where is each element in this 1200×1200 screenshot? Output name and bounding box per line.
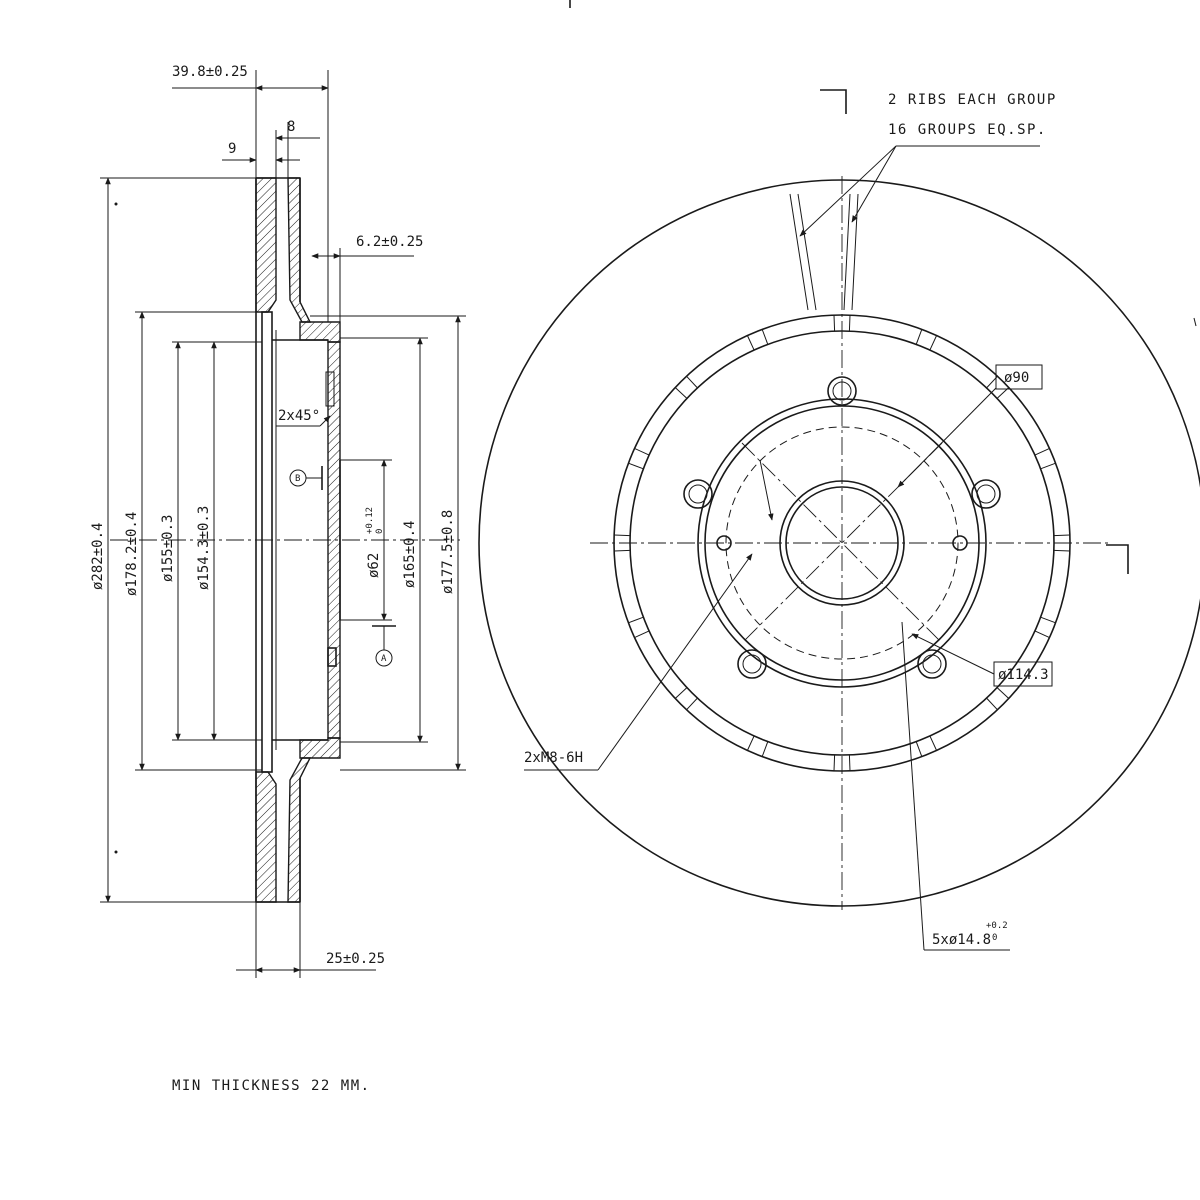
vent-rib [915,329,923,345]
vent-rib [915,741,923,757]
vent-rib [628,462,644,470]
label-datum-b: B [295,474,300,484]
label-datum-a: A [381,654,387,664]
hat-section-bottom [299,737,341,759]
vent-rib [674,687,688,699]
vent-rib [686,375,698,389]
vent-rib [929,335,938,351]
datum-a-feature [327,647,337,667]
side-section-view: 39.8±0.25 8 9 6.2±0.25 2x45° B A 25±0.25… [90,64,466,978]
vent-rib [1040,462,1056,470]
label-width-overall: 39.8±0.25 [172,64,248,80]
vent-rib [986,697,998,711]
vent-rib [686,697,698,711]
vent-rib [628,616,644,624]
label-total-thickness: 25±0.25 [326,951,385,967]
vent-rib [614,534,631,537]
vent-rib [848,315,851,332]
label-d-hat: ø165±0.4 [402,521,418,588]
label-pcd-bolt: ø114.3 [998,667,1049,683]
vent-rib [833,315,836,332]
vent-rib [1053,549,1070,552]
vent-rib [634,630,650,639]
label-d-outer: ø282±0.4 [90,523,106,590]
label-d-inner1: ø155±0.3 [160,515,176,582]
bolt-hole [737,649,767,679]
vent-rib [1040,616,1056,624]
vent-rib [634,447,650,456]
vent-rib [674,387,688,399]
vent-rib [746,735,755,751]
hat-section-top [299,321,341,343]
vent-rib [614,549,631,552]
label-d-center-tol-upper: +0.12 [365,507,375,534]
front-view: 2 RIBS EACH GROUP 16 GROUPS EQ.SP. ø90 ø… [478,89,1200,951]
bolt-hole [683,479,713,509]
label-bolt-holes-tol-upper: +0.2 [986,921,1008,931]
vent-rib [1053,534,1070,537]
vent-rib [996,687,1010,699]
rib-pair-highlight [789,193,817,311]
label-chamfer: 2x45° [278,408,320,424]
label-d-vent: ø178.2±0.4 [124,512,140,596]
label-d-center: ø62 [366,553,382,578]
label-bolt-holes: 5xø14.8 [932,932,991,948]
bolt-hole [971,479,1001,509]
bolt-holes [683,376,1001,679]
label-rib-gap: 8 [287,119,295,135]
bolt-hole [917,649,947,679]
disc-inner-plate-bottom [255,771,277,903]
vent-rib [929,735,938,751]
vent-rib [746,335,755,351]
hat-wall [327,341,341,739]
disc-outer-plate-bottom [287,757,312,903]
label-thread-holes: 2xM8-6H [524,750,583,766]
vent-rib-marks [614,315,1070,771]
vent-rib [833,754,836,771]
min-thickness-note: MIN THICKNESS 22 MM. [172,1078,371,1094]
disc-inner-plate-top [255,177,277,313]
label-pcd-hub: ø90 [1004,370,1029,386]
label-bolt-holes-tol-lower: 0 [992,933,997,943]
pcd-hub-box [995,364,1043,390]
pcd-bolt-box [993,661,1053,687]
bolt-hole [827,376,857,406]
hub-bore-wall [261,311,273,773]
section-marker-top [820,89,847,114]
label-hat-offset: 6.2±0.25 [356,234,423,250]
label-d-hat-outer: ø177.5±0.8 [440,510,456,594]
disc-outer-plate-top [287,177,312,323]
label-ribs-line1: 2 RIBS EACH GROUP [888,92,1057,108]
vent-rib [761,741,769,757]
label-ribs-line2: 16 GROUPS EQ.SP. [888,122,1047,138]
vent-rib [848,754,851,771]
section-marker-right [1106,544,1129,574]
label-face-thickness: 9 [228,141,236,157]
vent-rib [1034,447,1050,456]
bolt-pcd-circle [725,426,959,660]
label-d-inner2: ø154.3±0.3 [196,506,212,590]
label-d-center-tol-lower: 0 [375,529,385,534]
vent-rib [761,329,769,345]
vent-rib [1034,630,1050,639]
